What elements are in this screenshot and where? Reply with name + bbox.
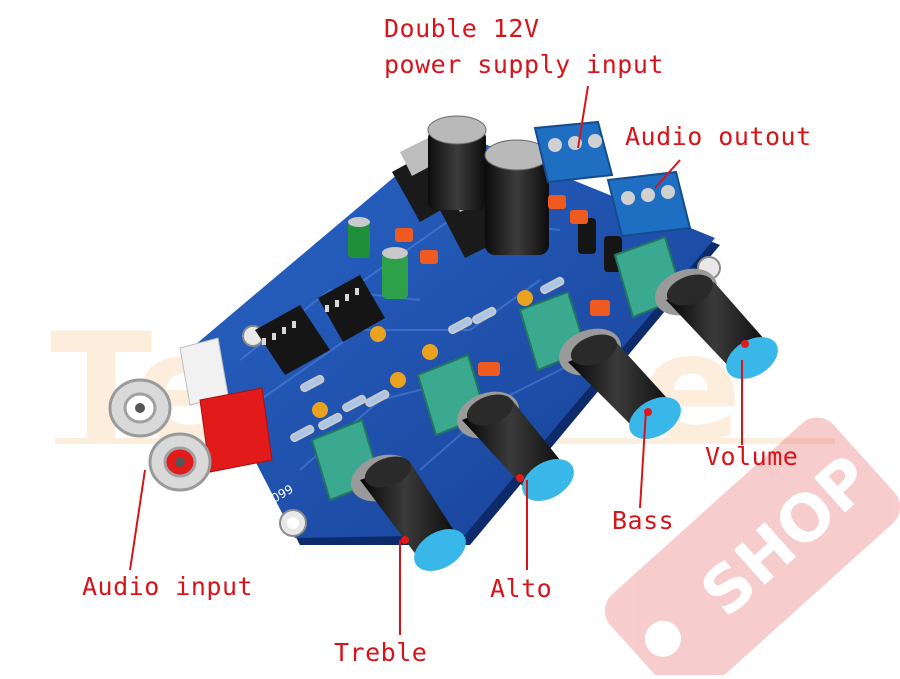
- treble-label: Treble: [334, 638, 428, 667]
- power-terminal-block: [533, 120, 614, 184]
- audio-input-label: Audio input: [82, 572, 254, 601]
- alto-knob: [462, 394, 574, 501]
- output-terminal-block: [606, 170, 692, 238]
- power-supply-label-line1: Double 12V: [384, 14, 540, 43]
- volume-label: Volume: [705, 442, 799, 471]
- treble-knob: [360, 456, 466, 571]
- power-supply-label-line2: power supply input: [384, 50, 664, 79]
- electrolytic-capacitor: [427, 115, 487, 210]
- bass-knob: [568, 334, 681, 439]
- op-amp-chip: [318, 275, 385, 342]
- pointer-lines: [129, 85, 743, 635]
- alto-label: Alto: [490, 574, 553, 603]
- board-silk-rin: R IN: [236, 473, 259, 493]
- film-capacitors: [395, 195, 610, 376]
- resistors: [290, 276, 565, 443]
- bass-label: Bass: [612, 506, 675, 535]
- ceramic-capacitors: [312, 290, 533, 418]
- audio-output-label: Audio outout: [625, 122, 812, 151]
- small-capacitor: [382, 247, 408, 299]
- electrolytic-capacitor: [484, 139, 550, 255]
- op-amp-chip: [255, 305, 330, 375]
- small-capacitor: [348, 217, 370, 258]
- rca-jack-red: [148, 387, 273, 492]
- volume-knob: [666, 274, 778, 379]
